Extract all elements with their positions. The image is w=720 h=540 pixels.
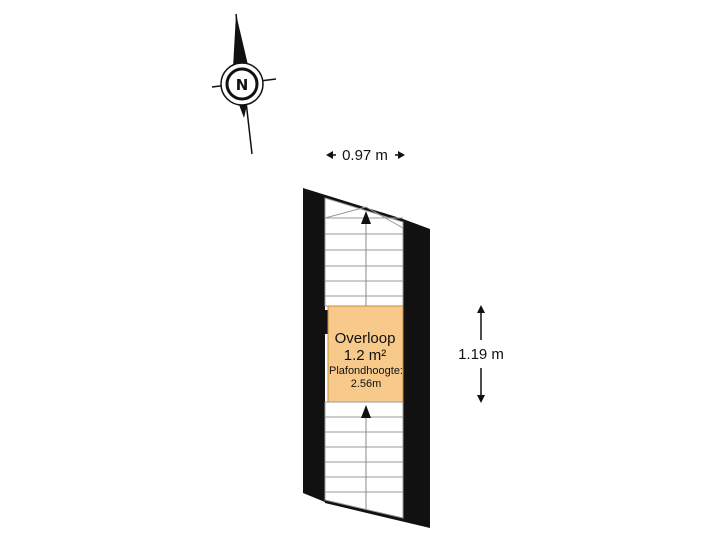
ceiling-height-label: Plafondhoogte: [329, 365, 403, 377]
stair-direction-arrow-icon [361, 211, 371, 224]
width-dimension: 0.97 m [326, 147, 405, 164]
stair-direction-arrow-icon [361, 405, 371, 418]
room-area: 1.2 m² [344, 347, 387, 364]
lower-staircase [324, 401, 404, 519]
ceiling-height-value: 2.56m [351, 378, 382, 390]
upper-staircase [324, 197, 404, 307]
room-overloop: Overloop 1.2 m² Plafondhoogte: 2.56m [327, 305, 404, 403]
width-dimension-label: 0.97 m [342, 147, 388, 164]
height-dimension: 1.19 m [458, 305, 504, 403]
height-dimension-label: 1.19 m [458, 346, 504, 363]
compass-north-letter: N [236, 76, 249, 94]
room-name: Overloop [335, 330, 396, 347]
north-arrow-compass-icon: N [211, 13, 277, 155]
room-overloop-area [327, 305, 404, 403]
